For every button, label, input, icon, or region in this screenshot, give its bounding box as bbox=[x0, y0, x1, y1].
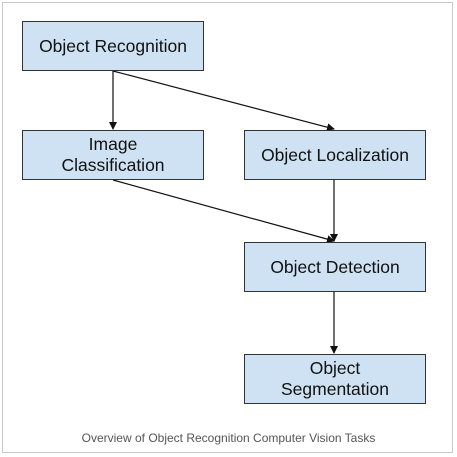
edge-recognition-to-localization bbox=[112, 70, 335, 132]
node-object-recognition: Object Recognition bbox=[22, 21, 204, 71]
node-object-localization: Object Localization bbox=[244, 130, 426, 180]
diagram-caption: Overview of Object Recognition Computer … bbox=[81, 431, 376, 445]
node-object-detection: Object Detection bbox=[244, 242, 426, 292]
edge-classification-to-detection bbox=[112, 179, 335, 243]
node-object-segmentation: Object Segmentation bbox=[244, 354, 426, 404]
node-image-classification: Image Classification bbox=[22, 130, 204, 180]
